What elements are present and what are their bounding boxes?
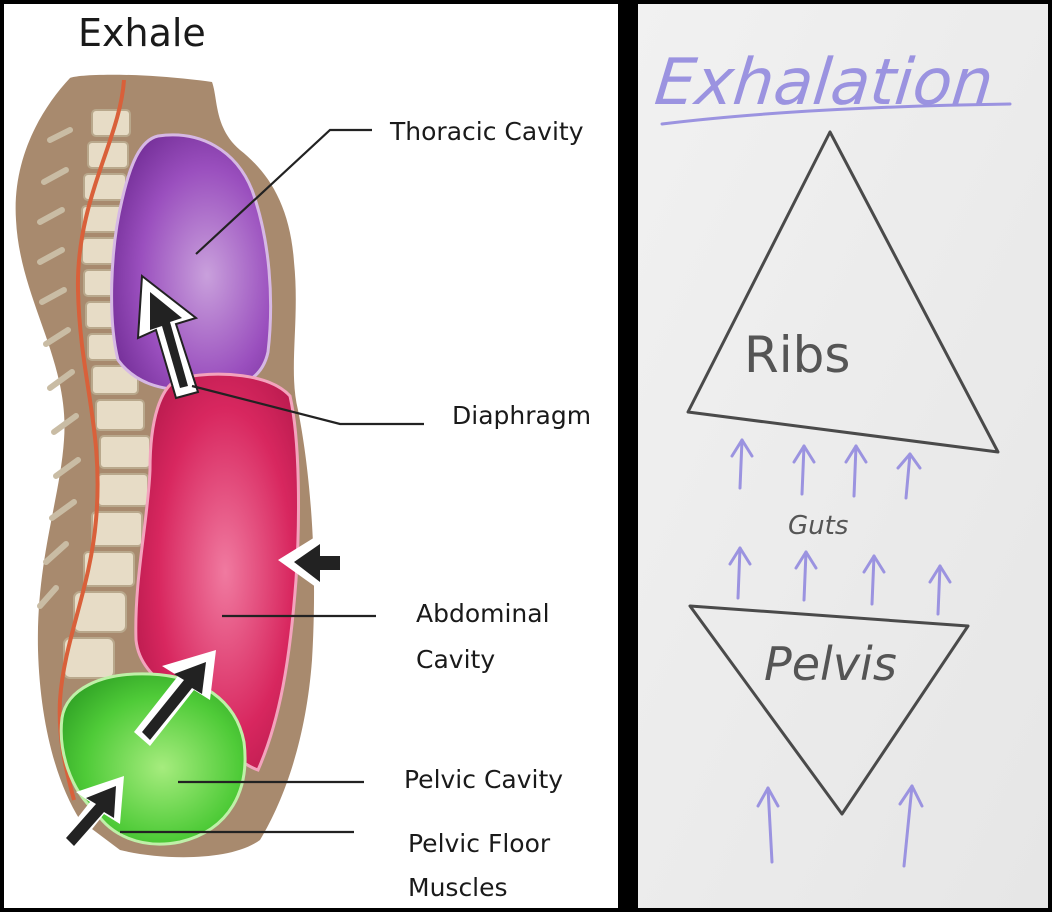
up-arrow-icon [794,550,818,602]
up-arrow-icon [896,452,922,500]
up-arrow-icon [728,546,752,600]
up-arrow-icon [928,564,952,616]
abdominal-in-arrow [278,534,344,590]
up-arrow-icon [898,784,924,868]
guts-upper-arrows [730,438,922,500]
pelvic-floor-label-line2: Muscles [408,873,508,902]
exhale-title: Exhale [78,11,206,55]
spinal-cord [57,79,126,801]
thoracic-leader [195,128,372,255]
pelvic-up-arrow [134,650,216,746]
leader-lines [120,128,424,834]
diaphragm-leader [191,384,424,426]
thoracic-cavity-label: Thoracic Cavity [389,117,584,146]
spinous-processes [37,127,81,609]
title-underline [660,102,1012,126]
guts-lower-arrows [728,546,952,616]
exhalation-title: Exhalation [651,45,996,120]
right-panel: Exhalation Ribs Guts Pelvis [638,4,1048,908]
abdominal-label-line1: Abdominal [416,599,550,628]
up-arrow-icon [730,438,754,490]
pelvis-bottom-arrows [756,784,924,868]
pelvic-floor-label-line1: Pelvic Floor [408,829,551,858]
up-arrow-icon [756,786,780,864]
pelvis-triangle [688,604,970,816]
spine [63,109,151,679]
ribs-triangle [686,130,1000,454]
pelvic-floor-up-arrow [60,776,124,852]
pelvic-cavity-label: Pelvic Cavity [404,765,563,794]
up-arrow-icon [792,444,816,496]
ribs-label: Ribs [744,326,850,384]
abdominal-label-line2: Cavity [416,645,495,674]
diaphragm-up-arrow [136,274,200,400]
up-arrow-icon [844,444,868,498]
left-panel: Exhale [4,4,618,908]
up-arrow-icon [862,554,886,606]
whiteboard-background [638,4,1048,908]
diaphragm-label: Diaphragm [452,401,591,430]
guts-label: Guts [788,511,848,541]
pelvis-label: Pelvis [764,637,897,691]
